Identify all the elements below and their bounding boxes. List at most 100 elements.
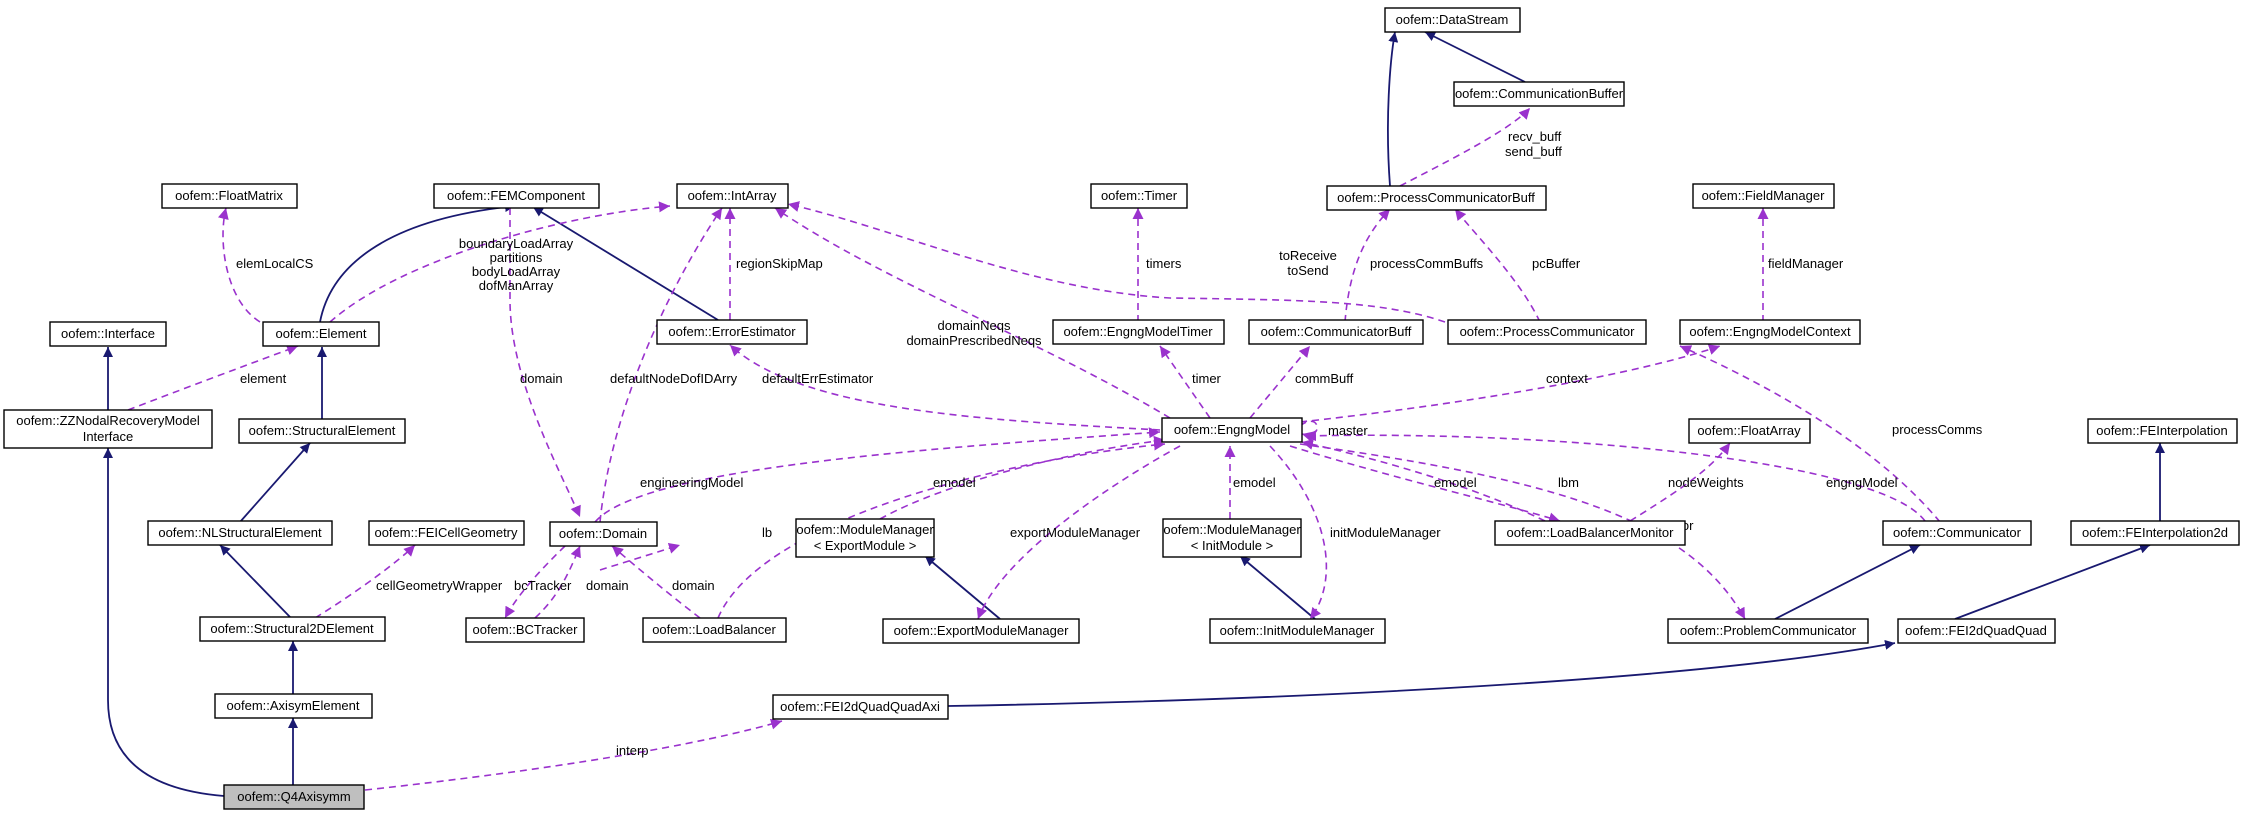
edge-lbmon-engng	[1301, 439, 1546, 522]
label-initmodulemanager: initModuleManager	[1330, 525, 1441, 540]
node-fei2dquadquad[interactable]: oofem::FEI2dQuadQuad	[1897, 618, 2056, 644]
label-domainprescribedneqs: domainPrescribedNeqs	[906, 333, 1042, 348]
node-fieldmanager[interactable]: oofem::FieldManager	[1692, 183, 1835, 209]
node-datastream[interactable]: oofem::DataStream	[1384, 7, 1521, 33]
node-problemcommunicator[interactable]: oofem::ProblemCommunicator	[1667, 618, 1869, 644]
svg-text:oofem::FEICellGeometry: oofem::FEICellGeometry	[374, 525, 518, 540]
node-processcommunicator[interactable]: oofem::ProcessCommunicator	[1447, 319, 1647, 345]
label-element: element	[240, 371, 287, 386]
node-modulemanager-init[interactable]: oofem::ModuleManager< InitModule >	[1162, 518, 1302, 558]
label-commbuff: commBuff	[1295, 371, 1354, 386]
edge-domain-bctracker	[504, 545, 566, 619]
svg-text:oofem::Timer: oofem::Timer	[1101, 188, 1178, 203]
node-errorestimator[interactable]: oofem::ErrorEstimator	[656, 319, 808, 345]
edge-problemcomm-communicator	[1774, 544, 1921, 620]
svg-text:oofem::Interface: oofem::Interface	[61, 326, 155, 341]
node-feinterpolation[interactable]: oofem::FEInterpolation	[2087, 418, 2238, 444]
node-engngmodelcontext[interactable]: oofem::EngngModelContext	[1679, 319, 1861, 345]
svg-text:oofem::EngngModel: oofem::EngngModel	[1174, 422, 1290, 437]
edge-engng-self	[1299, 420, 1319, 443]
label-partitions: partitions	[490, 250, 543, 265]
node-communicationbuffer[interactable]: oofem::CommunicationBuffer	[1453, 81, 1625, 107]
svg-text:oofem::FieldManager: oofem::FieldManager	[1702, 188, 1826, 203]
node-modulemanager-export[interactable]: oofem::ModuleManager< ExportModule >	[795, 518, 935, 558]
edge-commbuf-procbuff	[1344, 208, 1391, 323]
node-feicellgeometry[interactable]: oofem::FEICellGeometry	[368, 520, 525, 546]
node-floatarray[interactable]: oofem::FloatArray	[1688, 418, 1811, 444]
label-elemlocalcs: elemLocalCS	[236, 256, 314, 271]
node-floatmatrix[interactable]: oofem::FloatMatrix	[161, 183, 298, 209]
edge-mmexport-engng	[879, 435, 1166, 520]
svg-text:oofem::ModuleManager: oofem::ModuleManager	[1163, 522, 1301, 537]
svg-text:oofem::FEI2dQuadQuadAxi: oofem::FEI2dQuadQuadAxi	[780, 699, 940, 714]
node-interface[interactable]: oofem::Interface	[49, 321, 167, 347]
node-loadbalancermonitor[interactable]: oofem::LoadBalancerMonitor	[1494, 520, 1686, 546]
edge-lb-domain	[611, 545, 701, 619]
label-engngmodel: engngModel	[1826, 475, 1898, 490]
svg-text:oofem::FEInterpolation2d: oofem::FEInterpolation2d	[2082, 525, 2228, 540]
edge-q4-axi	[364, 718, 783, 791]
svg-text:oofem::FloatArray: oofem::FloatArray	[1697, 423, 1801, 438]
node-initmodulemanager[interactable]: oofem::InitModuleManager	[1209, 618, 1386, 644]
node-loadbalancer[interactable]: oofem::LoadBalancer	[642, 617, 787, 643]
svg-text:oofem::ProcessCommunicator: oofem::ProcessCommunicator	[1460, 324, 1636, 339]
label-bodyloadarray: bodyLoadArray	[472, 264, 561, 279]
label-nodeweights: nodeWeights	[1668, 475, 1744, 490]
node-structuralelement[interactable]: oofem::StructuralElement	[238, 418, 406, 444]
edge-zz-element	[127, 344, 299, 411]
edge-nl-structural	[239, 442, 311, 523]
label-defaulterrestimator: defaultErrEstimator	[762, 371, 874, 386]
svg-text:oofem::AxisymElement: oofem::AxisymElement	[227, 698, 360, 713]
svg-text:oofem::Structural2DElement: oofem::Structural2DElement	[210, 621, 374, 636]
edge-domain-engng	[594, 427, 1161, 523]
node-element[interactable]: oofem::Element	[262, 321, 380, 347]
svg-text:oofem::Element: oofem::Element	[275, 326, 366, 341]
svg-text:oofem::ModuleManager: oofem::ModuleManager	[796, 522, 934, 537]
label-pcbuffer: pcBuffer	[1532, 256, 1581, 271]
node-intarray[interactable]: oofem::IntArray	[676, 183, 789, 209]
svg-text:oofem::ProcessCommunicatorBuff: oofem::ProcessCommunicatorBuff	[1337, 190, 1535, 205]
label-processcomms: processComms	[1892, 422, 1983, 437]
edge-errorestimator-femcomponent	[532, 206, 719, 321]
node-engngmodel[interactable]: oofem::EngngModel	[1161, 417, 1303, 443]
label-emodel-2: emodel	[1233, 475, 1276, 490]
svg-text:oofem::ZZNodalRecoveryModel: oofem::ZZNodalRecoveryModel	[16, 413, 200, 428]
node-structural2delement[interactable]: oofem::Structural2DElement	[199, 616, 386, 642]
node-feinterpolation2d[interactable]: oofem::FEInterpolation2d	[2070, 520, 2240, 546]
node-communicator[interactable]: oofem::Communicator	[1882, 520, 2032, 546]
usage-edges	[127, 107, 1941, 791]
label-engineeringmodel: engineeringModel	[640, 475, 743, 490]
edge-procomm-procbuff	[1454, 208, 1541, 323]
svg-text:Interface: Interface	[83, 429, 134, 444]
node-axisymelement[interactable]: oofem::AxisymElement	[214, 693, 373, 719]
label-processcommbuffs: processCommBuffs	[1370, 256, 1484, 271]
label-tosend: toSend	[1287, 263, 1328, 278]
node-q4axisymm[interactable]: oofem::Q4Axisymm	[223, 784, 365, 810]
label-regionskipmap: regionSkipMap	[736, 256, 823, 271]
svg-text:oofem::LoadBalancer: oofem::LoadBalancer	[652, 622, 776, 637]
label-domain-1: domain	[520, 371, 563, 386]
svg-text:oofem::LoadBalancerMonitor: oofem::LoadBalancerMonitor	[1507, 525, 1675, 540]
svg-text:< ExportModule >: < ExportModule >	[814, 538, 917, 553]
node-exportmodulemanager[interactable]: oofem::ExportModuleManager	[882, 618, 1080, 644]
svg-text:oofem::ProblemCommunicator: oofem::ProblemCommunicator	[1680, 623, 1857, 638]
svg-text:oofem::CommunicationBuffer: oofem::CommunicationBuffer	[1455, 86, 1624, 101]
label-emodel-1: emodel	[933, 475, 976, 490]
node-fei2dquadquadaxi[interactable]: oofem::FEI2dQuadQuadAxi	[772, 694, 949, 720]
node-communicatorbuff[interactable]: oofem::CommunicatorBuff	[1248, 319, 1424, 345]
node-bctracker[interactable]: oofem::BCTracker	[465, 617, 585, 643]
label-emodel-3: emodel	[1434, 475, 1477, 490]
node-domain[interactable]: oofem::Domain	[549, 521, 658, 547]
node-processcommunicatorbuff[interactable]: oofem::ProcessCommunicatorBuff	[1326, 185, 1547, 211]
label-timers: timers	[1146, 256, 1182, 271]
node-timer[interactable]: oofem::Timer	[1090, 183, 1188, 209]
node-femcomponent[interactable]: oofem::FEMComponent	[433, 183, 600, 209]
edge-element-intarray	[329, 201, 671, 323]
edge-s2d-nl	[219, 544, 291, 618]
edge-mminit-initmm	[1239, 555, 1316, 620]
edge-axi-fei2dqq	[947, 639, 1896, 707]
inheritance-edges	[103, 31, 2165, 797]
node-nlstructuralelement[interactable]: oofem::NLStructuralElement	[147, 520, 333, 546]
node-engngmodeltimer[interactable]: oofem::EngngModelTimer	[1052, 319, 1225, 345]
